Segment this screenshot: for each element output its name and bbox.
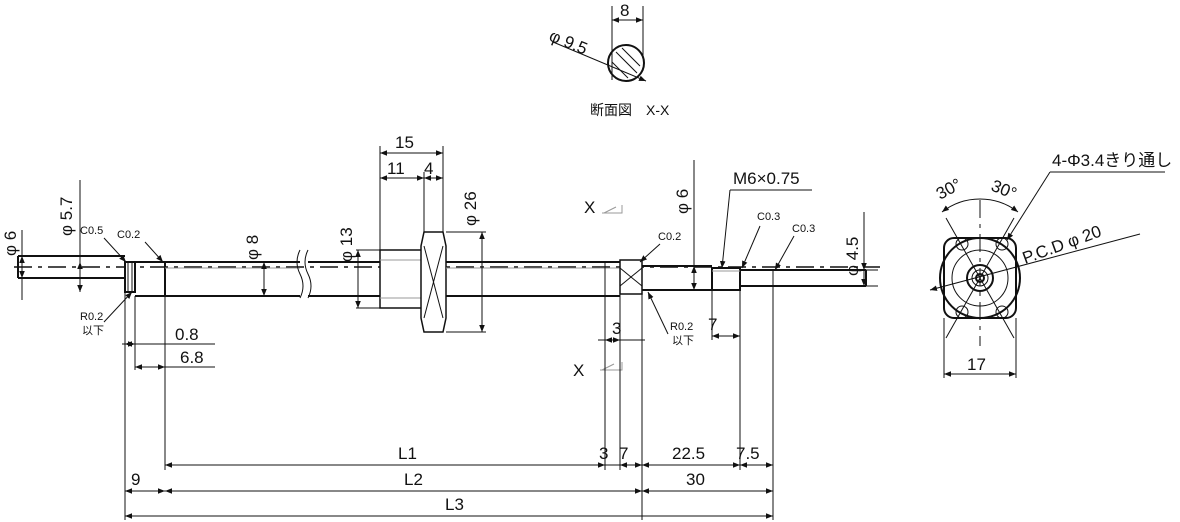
dia-4-5-label: φ 4.5 xyxy=(843,237,862,276)
angle-left-label: 30° xyxy=(933,175,965,204)
section-dia-label: φ 9.5 xyxy=(547,26,591,58)
d-0-8-label: 0.8 xyxy=(175,325,199,344)
nut-4-label: 4 xyxy=(424,159,433,178)
nut-11-label: 11 xyxy=(387,159,405,178)
d-3-small-label: 3 xyxy=(612,319,621,338)
r02-left-label: R0.2 xyxy=(80,311,103,323)
L3-label: L3 xyxy=(445,495,464,514)
d-7-5-label: 7.5 xyxy=(736,444,760,463)
dia-6-right-label: φ 6 xyxy=(673,189,692,214)
c02-mid-label: C0.2 xyxy=(658,231,681,243)
r02-right-sub: 以下 xyxy=(672,335,694,347)
dia-26-label: φ 26 xyxy=(461,191,480,226)
L2-label: L2 xyxy=(404,470,423,489)
shaft-view xyxy=(14,231,880,333)
angle-right-label: 30° xyxy=(989,176,1020,203)
thread-label: M6×0.75 xyxy=(733,169,800,188)
dia-8-label: φ 8 xyxy=(243,235,262,260)
section-mark-bottom: X xyxy=(573,361,584,380)
dia-6-left-label: φ 6 xyxy=(1,231,20,256)
d-3-label: 3 xyxy=(599,444,608,463)
d-7-small-label: 7 xyxy=(708,315,717,334)
flange-end-view: 30° 30° 4-Φ3.4きり通し P.C.D φ 20 17 xyxy=(929,151,1172,378)
d-6-8-label: 6.8 xyxy=(180,348,204,367)
c05-label: C0.5 xyxy=(80,225,103,237)
section-view: 8 φ 9.5 断面図 X-X xyxy=(547,1,670,118)
c02-left-label: C0.2 xyxy=(117,229,140,241)
d-22-5-label: 22.5 xyxy=(672,444,705,463)
d-7-label: 7 xyxy=(619,444,628,463)
section-caption: 断面図 X-X xyxy=(590,102,670,118)
holes-label: 4-Φ3.4きり通し xyxy=(1052,151,1172,170)
shaft-dimensions: φ 6 φ 5.7 C0.5 C0.2 R0.2 以下 φ 8 φ 13 φ 2… xyxy=(1,133,878,520)
section-width-label: 8 xyxy=(620,1,629,20)
c03-a-label: C0.3 xyxy=(757,211,780,223)
end-width-label: 17 xyxy=(967,355,986,374)
pcd-label: P.C.D φ 20 xyxy=(1020,222,1104,268)
r02-right-label: R0.2 xyxy=(670,321,693,333)
c03-b-label: C0.3 xyxy=(792,223,815,235)
L1-label: L1 xyxy=(398,444,417,463)
dia-13-label: φ 13 xyxy=(337,227,356,262)
section-mark-top: X xyxy=(584,198,595,217)
r02-left-sub: 以下 xyxy=(82,325,104,337)
d-30-label: 30 xyxy=(686,470,705,489)
dia-5-7-label: φ 5.7 xyxy=(57,197,76,236)
section-circle xyxy=(607,44,645,82)
nut-15-label: 15 xyxy=(395,133,414,152)
d-9-label: 9 xyxy=(131,470,140,489)
